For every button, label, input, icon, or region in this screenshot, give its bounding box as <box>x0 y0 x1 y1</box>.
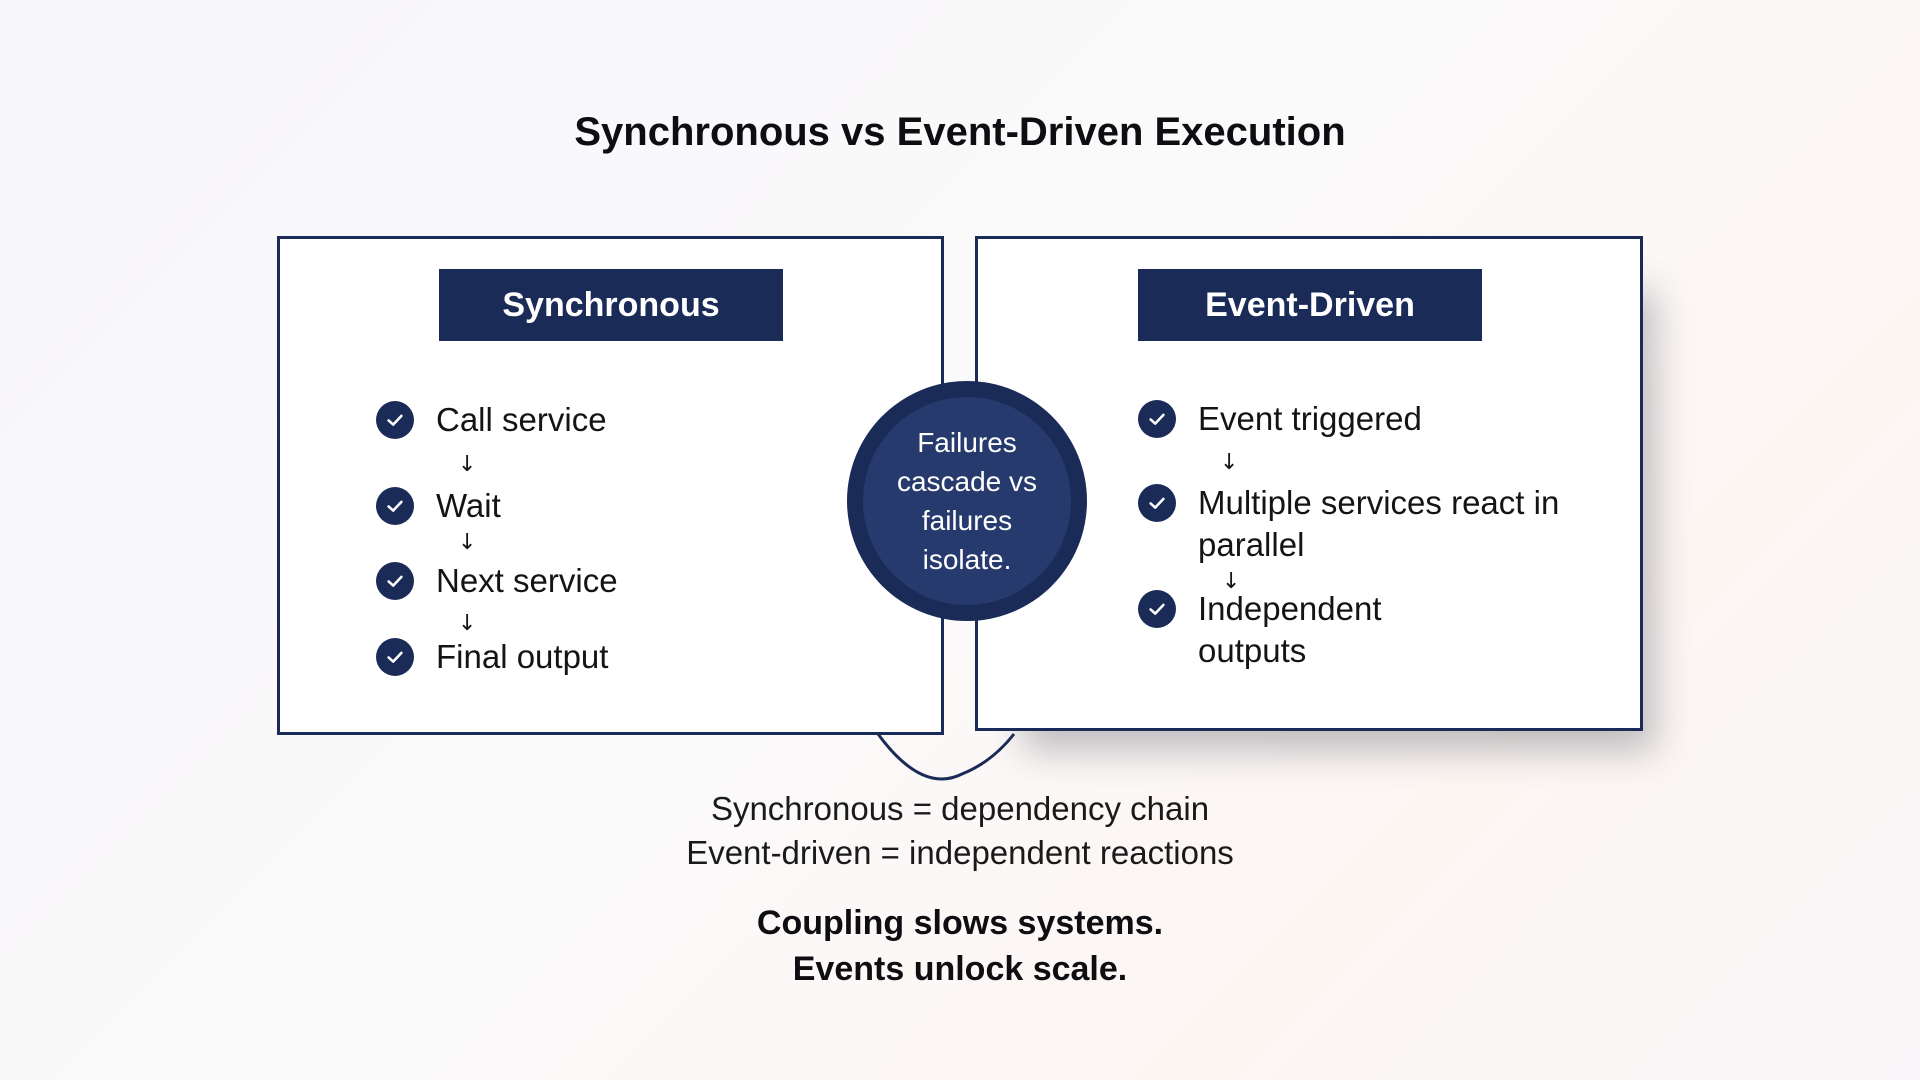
step-label: Final output <box>436 638 609 675</box>
check-circle-icon <box>376 401 414 439</box>
step-label: Wait <box>436 487 501 524</box>
sync-step-wait: Wait <box>376 487 501 527</box>
check-circle-icon <box>1138 484 1176 522</box>
step-label: Independent outputs <box>1198 590 1382 669</box>
event-step-triggered: Event triggered <box>1138 400 1422 440</box>
synchronous-header: Synchronous <box>439 269 783 341</box>
check-circle-icon <box>376 562 414 600</box>
sync-step-next-service: Next service <box>376 562 618 602</box>
check-circle-icon <box>1138 590 1176 628</box>
event-step-independent: Independent outputs <box>1138 590 1428 672</box>
check-circle-icon <box>1138 400 1176 438</box>
event-driven-header: Event-Driven <box>1138 269 1482 341</box>
step-label: Multiple services react in parallel <box>1198 484 1560 563</box>
down-arrow-icon: ↓ <box>458 530 477 555</box>
check-circle-icon <box>376 638 414 676</box>
page-title: Synchronous vs Event-Driven Execution <box>574 110 1346 154</box>
summary-line-event-driven: Event-driven = independent reactions <box>686 834 1234 871</box>
connector-curve <box>876 733 1016 781</box>
step-label: Event triggered <box>1198 400 1422 437</box>
summary-line-synchronous: Synchronous = dependency chain <box>710 790 1210 827</box>
event-step-parallel: Multiple services react in parallel <box>1138 484 1578 566</box>
step-label: Next service <box>436 562 618 599</box>
sync-step-final-output: Final output <box>376 638 608 678</box>
conclusion-line-1: Coupling slows systems. <box>756 904 1164 942</box>
step-label: Call service <box>436 401 607 438</box>
check-circle-icon <box>376 487 414 525</box>
conclusion-line-2: Events unlock scale. <box>792 950 1128 988</box>
down-arrow-icon: ↓ <box>1222 569 1241 594</box>
comparison-circle-inner: Failures cascade vs failures isolate. <box>863 397 1071 605</box>
down-arrow-icon: ↓ <box>458 611 477 636</box>
comparison-circle: Failures cascade vs failures isolate. <box>847 381 1087 621</box>
synchronous-panel: Synchronous Call service ↓ Wait ↓ Next s… <box>277 236 944 735</box>
comparison-text: Failures cascade vs failures isolate. <box>896 427 1038 575</box>
down-arrow-icon: ↓ <box>1220 450 1239 475</box>
sync-step-call-service: Call service <box>376 401 607 441</box>
down-arrow-icon: ↓ <box>458 452 477 477</box>
